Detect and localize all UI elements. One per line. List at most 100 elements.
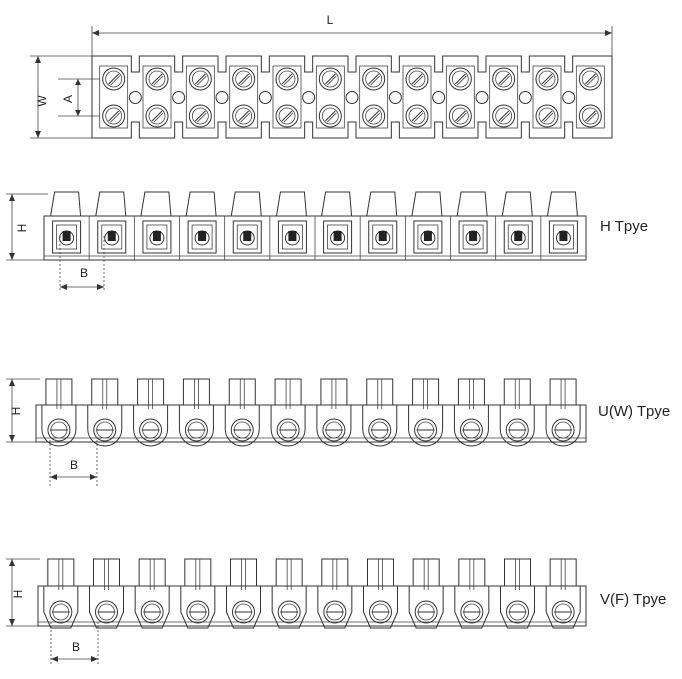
screw-icon (145, 67, 169, 91)
screw-icon (140, 600, 164, 624)
screw-inner (105, 70, 123, 88)
screw-head (546, 191, 578, 217)
clamp-box (97, 220, 127, 254)
arrow-up-icon (9, 379, 15, 386)
arrow-down-icon (9, 435, 15, 442)
top-view-body (91, 55, 613, 139)
screw-slot (194, 110, 206, 122)
screw-head (184, 558, 212, 587)
dim-label-length: L (327, 13, 334, 27)
screw-inner (581, 107, 599, 125)
screw-slot (370, 112, 380, 123)
screw-slot (378, 231, 387, 241)
screw-slot (62, 231, 71, 241)
screw-icon (188, 104, 212, 128)
screw-icon (323, 600, 347, 624)
screw-head (182, 378, 210, 406)
arrow-up-icon (9, 559, 15, 566)
screw-slot (281, 73, 293, 85)
screw-slot (324, 110, 336, 122)
screw-slot (370, 75, 380, 86)
screw-slot (498, 110, 510, 122)
screw-icon (414, 600, 438, 624)
lug-body (41, 404, 77, 447)
lug-body (500, 585, 535, 629)
screw-inner (191, 107, 209, 125)
screw-inner (235, 70, 253, 88)
u-type-label: U(W) Tpye (598, 403, 670, 420)
screw-slot (238, 110, 250, 122)
clamp-inner (56, 224, 77, 250)
screw-slot (288, 231, 297, 241)
clamp-box (277, 220, 307, 254)
screw-slot (327, 112, 337, 123)
arrow-left-icon (92, 30, 99, 36)
screw-head (274, 378, 302, 406)
clamp-box (368, 220, 398, 254)
screw-slot (283, 75, 294, 86)
arrow-right-icon (91, 656, 98, 662)
u-type-view: H B U(W) Tpye (6, 378, 670, 486)
screw-inner (451, 107, 469, 125)
clamp-inner (282, 224, 303, 250)
screw-head (137, 378, 165, 406)
screw-icon (184, 418, 208, 442)
screw-head (366, 378, 394, 406)
screw-slot (152, 231, 161, 241)
screw-head (412, 558, 440, 587)
h-type-label: H Tpye (600, 218, 648, 235)
screw-head (320, 378, 348, 406)
screw-icon (318, 67, 342, 91)
lug-body (317, 585, 353, 629)
screw-slot (108, 110, 120, 122)
screw-icon (578, 104, 602, 128)
screw-icon (506, 600, 529, 624)
lug-body (363, 585, 398, 629)
arrow-down-icon (35, 131, 41, 138)
clamp-inner (372, 224, 394, 250)
lug-body (87, 404, 123, 447)
lug-body (43, 585, 79, 629)
dim-label-pitch: A (61, 95, 75, 103)
screw-inner (495, 107, 513, 125)
dim-label-height: H (9, 407, 23, 416)
screw-inner (148, 70, 166, 88)
screw-icon (188, 67, 212, 91)
clamp-box (548, 220, 578, 254)
screw-inner (235, 107, 253, 125)
screw-head (230, 558, 257, 587)
screw-icon (448, 104, 472, 128)
mounting-hole-icon (172, 91, 186, 104)
screw-slot (541, 73, 553, 85)
screw-slot (153, 75, 164, 86)
clamp-box (503, 220, 533, 254)
screw-head (549, 558, 577, 587)
screw-head (412, 378, 440, 406)
v-type-body (37, 558, 587, 629)
screw-inner (495, 70, 513, 88)
screw-head (275, 558, 303, 587)
screw-slot (587, 75, 597, 86)
lug-body (454, 585, 490, 629)
screw-head (230, 191, 262, 217)
screw-inner (365, 107, 383, 125)
terminal-cell (99, 65, 129, 129)
screw-inner (321, 70, 339, 88)
clamp-inner (417, 224, 439, 250)
terminal-cell (272, 65, 302, 129)
screw-head (275, 191, 307, 217)
dim-label-spacing: B (70, 458, 78, 472)
screw-inner (321, 107, 339, 125)
screw-slot (281, 110, 293, 122)
screw-slot (498, 73, 510, 85)
screw-icon (318, 104, 342, 128)
screw-inner (365, 70, 383, 88)
screw-head (411, 191, 443, 217)
clamp-box (323, 220, 353, 254)
mounting-hole-icon (345, 91, 359, 104)
screw-icon (102, 67, 126, 91)
screw-icon (186, 600, 210, 624)
arrow-right-icon (605, 30, 612, 36)
screw-head (228, 378, 256, 406)
